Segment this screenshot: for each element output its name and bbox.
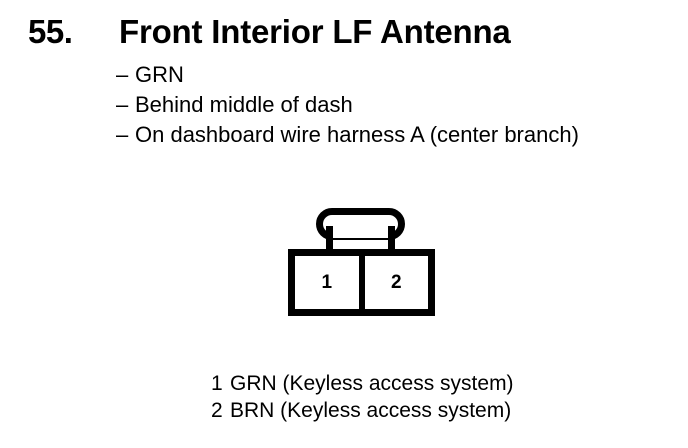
dash-bullet-icon: – [116,92,129,117]
connector-leg-left [326,226,333,254]
pin-legend-number: 2 [211,399,223,422]
pin-legend-row: 1 GRN (Keyless access system) [211,370,611,397]
connector-leg-right [388,226,395,254]
page-title: Front Interior LF Antenna [119,13,511,50]
pin-legend-description: BRN (Keyless access system) [230,399,512,422]
connector-body: 1 2 [288,249,435,316]
header: 55. Front Interior LF Antenna [0,12,688,56]
connector-pin-cell-2: 2 [365,256,429,309]
item-number: 55. [28,13,73,50]
pin-legend-description: GRN (Keyless access system) [230,372,514,395]
connector-pin-label: 2 [390,272,402,293]
spec-list-item: –On dashboard wire harness A (center bra… [116,120,676,150]
pin-legend: 1 GRN (Keyless access system) 2 BRN (Keyle… [211,370,611,424]
latch-inner-mask [333,226,388,238]
pin-legend-number: 1 [211,372,223,395]
connector-diagram: 1 2 [288,208,436,318]
spec-list-item-text: Behind middle of dash [135,92,353,117]
spec-list-item-text: GRN [135,62,184,87]
dash-bullet-icon: – [116,62,129,87]
connector-pin-cell-1: 1 [295,256,365,309]
spec-list-item: –Behind middle of dash [116,90,676,120]
spec-list-item: –GRN [116,60,676,90]
pin-legend-row: 2 BRN (Keyless access system) [211,397,611,424]
spec-list: –GRN –Behind middle of dash –On dashboar… [116,60,676,150]
connector-pin-label: 1 [321,272,333,293]
spec-list-item-text: On dashboard wire harness A (center bran… [135,122,579,147]
dash-bullet-icon: – [116,122,129,147]
